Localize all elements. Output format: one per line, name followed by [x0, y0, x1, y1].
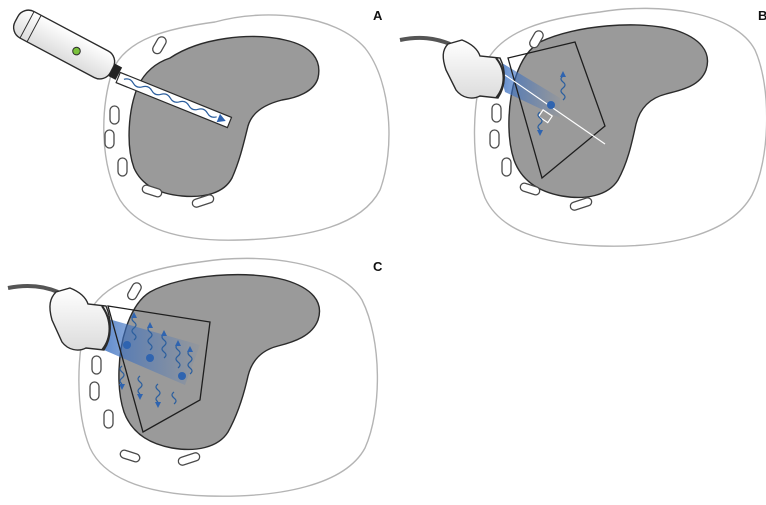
- rib: [118, 158, 127, 176]
- rib: [92, 356, 101, 374]
- rib: [90, 382, 99, 400]
- rib: [492, 104, 501, 122]
- rib: [110, 106, 119, 124]
- curved-ultrasound-probe-icon: [400, 38, 504, 98]
- target-dot: [146, 354, 154, 362]
- panel-c: C: [8, 258, 383, 496]
- panel-b: B: [400, 8, 766, 246]
- panel-label-a: A: [373, 8, 383, 23]
- panel-label-c: C: [373, 259, 383, 274]
- rib: [490, 130, 499, 148]
- target-dot: [178, 372, 186, 380]
- target-dot: [123, 341, 131, 349]
- curved-ultrasound-probe-icon: [8, 286, 110, 350]
- panel-label-b: B: [758, 8, 766, 23]
- rib: [105, 130, 114, 148]
- panel-a: A: [9, 6, 389, 240]
- rib: [104, 410, 113, 428]
- target-dot: [547, 101, 555, 109]
- rib: [502, 158, 511, 176]
